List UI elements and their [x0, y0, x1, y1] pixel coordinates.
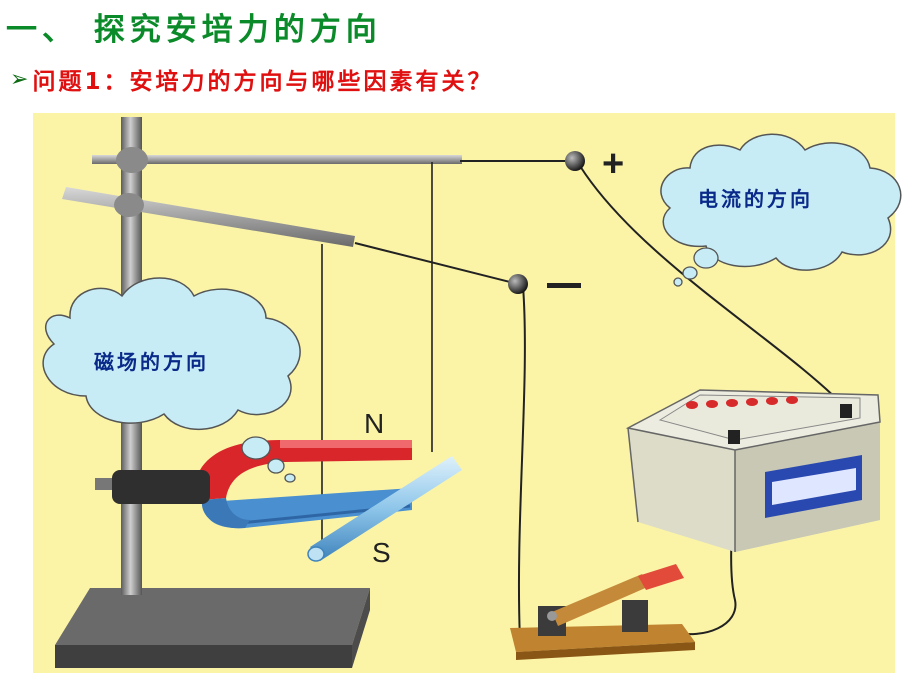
- minus-sign-bar: [547, 283, 581, 288]
- stand-base: [55, 588, 370, 668]
- lower-rod: [62, 187, 355, 247]
- knife-switch: [510, 564, 695, 660]
- pole-s-label: S: [372, 537, 391, 568]
- pole-n-label: N: [364, 408, 384, 439]
- lower-clamp: [114, 193, 144, 217]
- conductor-rod: [310, 456, 462, 561]
- rod-end: [307, 546, 325, 562]
- upper-rod: [92, 155, 462, 164]
- terminal-negative: [508, 274, 528, 294]
- arrow-bullet-icon: ➢: [10, 66, 29, 92]
- question-line: ➢ 问题1：安培力的方向与哪些因素有关？: [10, 62, 493, 96]
- question-text: 问题1：安培力的方向与哪些因素有关？: [32, 69, 494, 95]
- slide-title: 一、 探究安培力的方向: [6, 12, 382, 48]
- cloud-current-label: 电流的方向: [698, 187, 813, 211]
- current-direction-cloud: [660, 133, 902, 287]
- magnet-clamp: [112, 470, 210, 504]
- battery-terminal-neg: [728, 430, 740, 444]
- plus-sign: +: [602, 143, 624, 185]
- terminal-positive: [565, 151, 585, 171]
- battery-caps: [686, 396, 798, 409]
- battery-terminal-pos: [840, 404, 852, 418]
- magnetic-direction-cloud: [42, 277, 301, 483]
- cloud-magnetic-label: 磁场的方向: [94, 350, 209, 374]
- battery: [625, 389, 881, 552]
- upper-clamp: [116, 147, 148, 173]
